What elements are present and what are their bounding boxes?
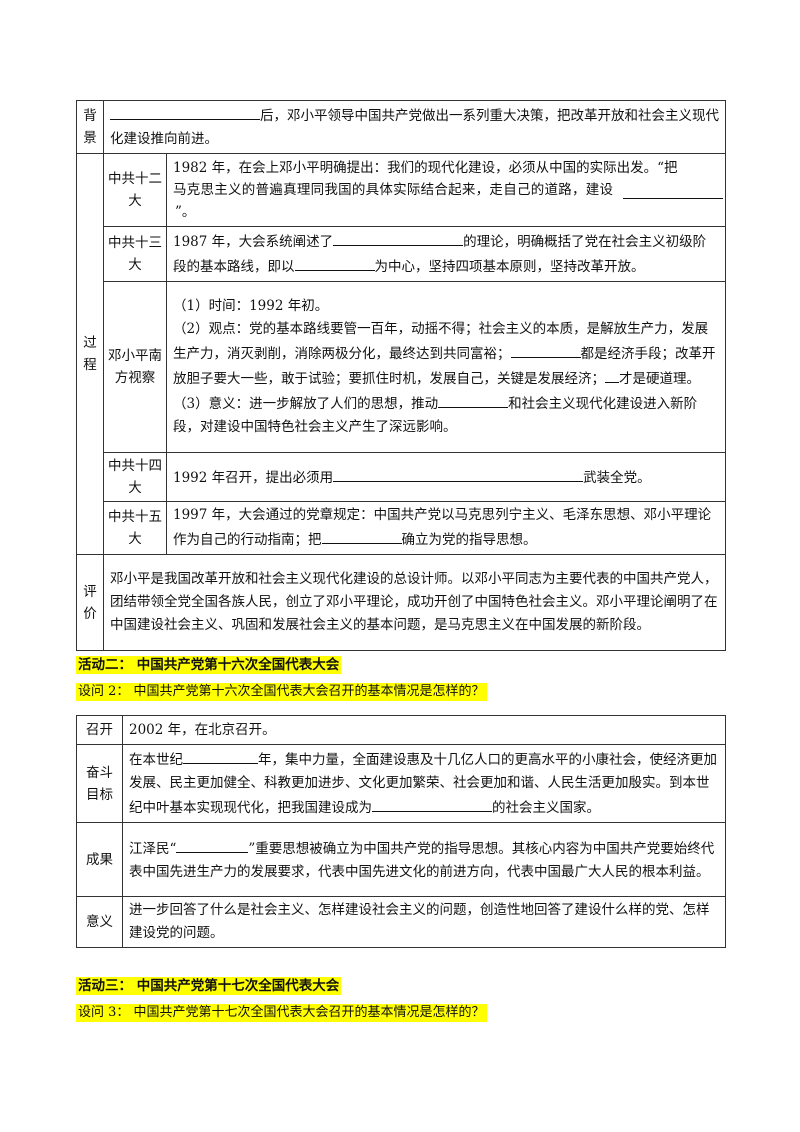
process-label: 过程: [76, 153, 104, 555]
row-15th-text-a: 1997 年，大会通过的党章规定：中国共产党以马克思列宁主义、毛泽东思想、邓小平…: [173, 507, 712, 548]
row-label-13th-text: 中共十三大: [108, 235, 162, 273]
activity3-question-text: 设问 3： 中国共产党第十七次全国代表大会召开的基本情况是怎样的？: [78, 1005, 485, 1020]
row-content-south-tour: （1）时间：1992 年初。 （2）观点：党的基本路线要管一百年，动摇不得；社会…: [166, 281, 726, 453]
answer-blank[interactable]: [294, 254, 375, 271]
process-label-text: 过程: [83, 335, 97, 373]
row-14th-text-a: 1992 年召开，提出必须用: [173, 469, 334, 486]
activity2-title: 活动二： 中国共产党第十六次全国代表大会: [76, 656, 342, 674]
background-label-text: 背景: [83, 108, 97, 146]
row-label-results-text: 成果: [86, 851, 113, 868]
row-13th-text-b: 的理论，明确概括了党在社会主义初级阶段的基本路线，即以: [173, 234, 707, 275]
evaluation-text: 邓小平是我国改革开放和社会主义现代化建设的总设计师。以邓小平同志为主要代表的中国…: [103, 554, 726, 651]
answer-blank[interactable]: [333, 229, 464, 246]
goals-text-c: 的社会主义国家。: [492, 800, 600, 816]
south-tour-p3: （3）意义：进一步解放了人们的思想，推动和社会主义现代化建设进入新阶段，对建设中…: [173, 391, 719, 439]
row-content-15th: 1997 年，大会通过的党章规定：中国共产党以马克思列宁主义、毛泽东思想、邓小平…: [166, 501, 726, 555]
south-tour-p3-b: 和社会主义现代化建设进入新阶段，对建设中国特色社会主义产生了深远影响。: [173, 396, 698, 435]
row-content-goals: 在本世纪年，集中力量，全面建设惠及十几亿人口的更高水平的小康社会，使经济更加发展…: [122, 744, 726, 823]
goals-text-b: 年，集中力量，全面建设惠及十几亿人口的更高水平的小康社会，使经济更加发展、民主更…: [129, 752, 717, 816]
row-13th-text-c: 为中心，坚持四项基本原则，坚持改革开放。: [374, 259, 645, 275]
row-label-south-tour-text: 邓小平南方视察: [108, 348, 162, 386]
south-tour-p2: （2）观点：党的基本路线要管一百年，动摇不得；社会主义的本质，是解放生产力，发展…: [173, 318, 719, 391]
row-13th-text-a: 1987 年，大会系统阐述了: [173, 234, 334, 250]
row-12th-line2-text: 马克思主义的普遍真理同我国的具体实际结合起来，走自己的道路，建设: [173, 182, 613, 198]
activity3-title-text: 活动三： 中国共产党第十七次全国代表大会: [78, 978, 340, 994]
answer-blank[interactable]: [333, 465, 584, 482]
row-label-goals: 奋斗目标: [76, 744, 123, 823]
row-label-14th: 中共十四大: [103, 452, 167, 502]
activity2-title-text: 活动二： 中国共产党第十六次全国代表大会: [78, 657, 340, 673]
sixteenth-congress-table: 召开 2002 年，在北京召开。 奋斗目标 在本世纪年，集中力量，全面建设惠及十…: [76, 715, 726, 948]
row-label-15th: 中共十五大: [103, 501, 167, 555]
row-12th-line3: ”。: [175, 204, 196, 220]
row-14th-text-b: 武装全党。: [583, 469, 651, 486]
row-12th-line2: 马克思主义的普遍真理同我国的具体实际结合起来，走自己的道路，建设: [173, 179, 723, 201]
activity2-question: 设问 2： 中国共产党第十六次全国代表大会召开的基本情况是怎样的？: [76, 683, 487, 701]
row-15th-text-b: 确立为党的指导思想。: [401, 532, 537, 548]
south-tour-p3-a: （3）意义：进一步解放了人们的思想，推动: [173, 396, 439, 412]
evaluation-label-text: 评价: [83, 583, 97, 622]
row-label-goals-text: 奋斗目标: [86, 764, 113, 803]
row-label-convene-text: 召开: [86, 722, 113, 738]
row-label-convene: 召开: [76, 715, 123, 745]
row-label-15th-text: 中共十五大: [108, 509, 162, 547]
row-12th-line1: 1982 年，在会上邓小平明确提出：我们的现代化建设，必须从中国的实际出发。“把: [173, 160, 678, 176]
row-label-12th: 中共十二大: [103, 153, 167, 227]
answer-blank[interactable]: [605, 366, 619, 383]
row-content-12th: 1982 年，在会上邓小平明确提出：我们的现代化建设，必须从中国的实际出发。“把…: [166, 153, 726, 227]
row-label-results: 成果: [76, 822, 123, 897]
answer-blank[interactable]: [183, 747, 258, 764]
results-text-a: 江泽民“: [129, 840, 177, 857]
deng-xiaoping-table: 背景 后，邓小平领导中国共产党做出一系列重大决策，把改革开放和社会主义现代化建设…: [76, 100, 726, 651]
answer-blank[interactable]: [510, 341, 581, 358]
answer-blank[interactable]: [438, 391, 509, 408]
row-label-significance-text: 意义: [86, 914, 113, 930]
answer-blank[interactable]: [623, 182, 723, 199]
activity2-question-text: 设问 2： 中国共产党第十六次全国代表大会召开的基本情况是怎样的？: [78, 684, 485, 699]
row-label-south-tour: 邓小平南方视察: [103, 281, 167, 453]
row-content-significance: 进一步回答了什么是社会主义、怎样建设社会主义的问题，创造性地回答了建设什么样的党…: [122, 896, 726, 948]
row-content-results: 江泽民“”重要思想被确立为中国共产党的指导思想。其核心内容为中国共产党要始终代表…: [122, 822, 726, 897]
background-cell: 后，邓小平领导中国共产党做出一系列重大决策，把改革开放和社会主义现代化建设推向前…: [103, 100, 726, 154]
row-label-12th-text: 中共十二大: [108, 171, 162, 209]
row-label-significance: 意义: [76, 896, 123, 948]
evaluation-label: 评价: [76, 554, 104, 651]
results-text-b: ”重要思想被确立为中国共产党的指导思想。其核心内容为中国共产党要始终代表中国先进…: [129, 840, 715, 880]
row-label-13th: 中共十三大: [103, 226, 167, 282]
south-tour-p2-c: 才是硬道理。: [619, 371, 700, 387]
south-tour-p2-b: 都是经济手段；改革开放胆子要大一些，敢于试验；要抓住时机，发展自己，关键是发展经…: [173, 346, 716, 387]
row-label-14th-text: 中共十四大: [108, 458, 162, 496]
background-text: 后，邓小平领导中国共产党做出一系列重大决策，把改革开放和社会主义现代化建设推向前…: [110, 108, 719, 147]
row-content-14th: 1992 年召开，提出必须用 武装全党。: [166, 452, 726, 502]
row-content-13th: 1987 年，大会系统阐述了的理论，明确概括了党在社会主义初级阶段的基本路线，即…: [166, 226, 726, 282]
south-tour-p2-a: （2）观点：党的基本路线要管一百年，动摇不得；社会主义的本质，是解放生产力，发展…: [173, 321, 709, 362]
activity3-question: 设问 3： 中国共产党第十七次全国代表大会召开的基本情况是怎样的？: [76, 1004, 487, 1022]
goals-text-a: 在本世纪: [129, 752, 183, 768]
answer-blank[interactable]: [176, 836, 249, 853]
activity3-title: 活动三： 中国共产党第十七次全国代表大会: [76, 977, 342, 995]
answer-blank[interactable]: [321, 527, 402, 544]
south-tour-p1: （1）时间：1992 年初。: [173, 298, 329, 314]
row-content-convene: 2002 年，在北京召开。: [122, 715, 726, 745]
answer-blank[interactable]: [372, 795, 492, 812]
answer-blank[interactable]: [110, 103, 260, 120]
background-label: 背景: [76, 100, 104, 154]
